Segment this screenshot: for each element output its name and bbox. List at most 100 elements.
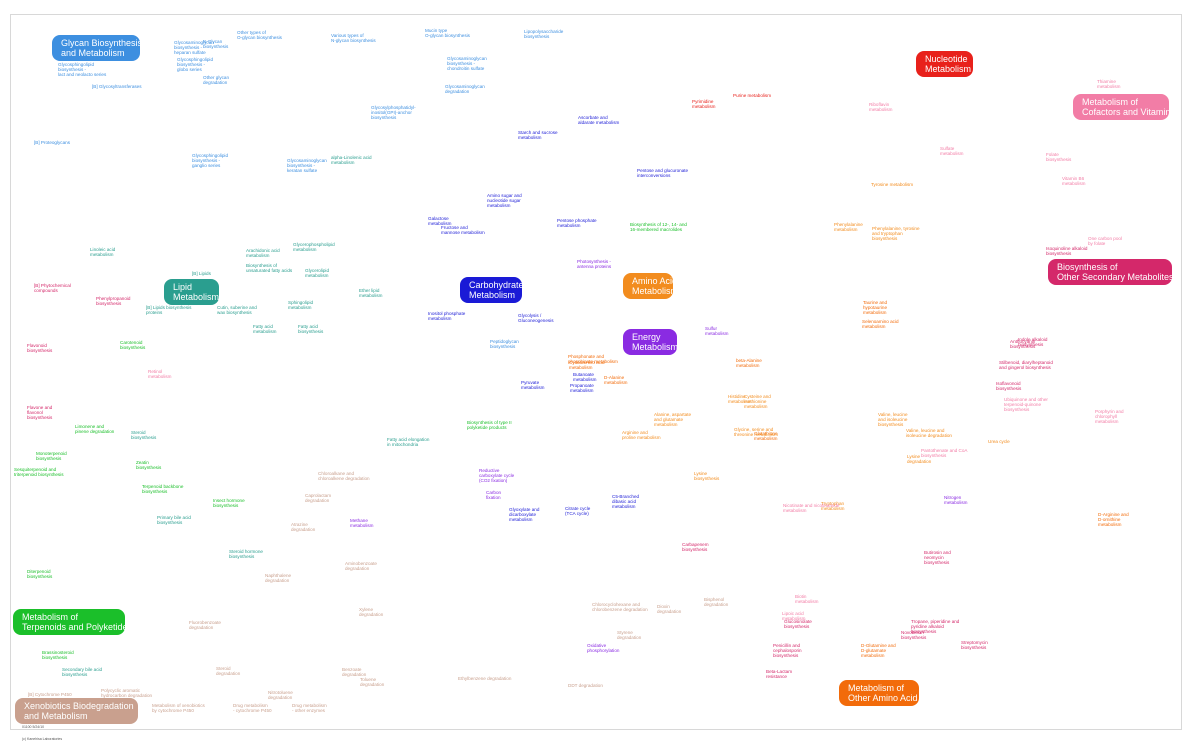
- pathway-label[interactable]: Phenylalanine, tyrosine and tryptophan b…: [872, 226, 920, 241]
- pathway-label[interactable]: Xylene degradation: [359, 607, 384, 617]
- pathway-label[interactable]: Metabolism of xenobiotics by cytochrome …: [152, 703, 205, 713]
- pathway-label[interactable]: Penicillin and cephalosporin biosynthesi…: [773, 643, 802, 658]
- pathway-label[interactable]: Sulfate metabolism: [940, 146, 964, 156]
- pathway-label[interactable]: [B] Lipids biosynthesis proteins: [146, 305, 192, 315]
- pathway-label[interactable]: Fatty acid biosynthesis: [298, 324, 324, 334]
- pathway-label[interactable]: Fatty acid elongation in mitochondria: [387, 437, 430, 447]
- pathway-label[interactable]: Sesquiterpenoid and triterpenoid biosynt…: [14, 467, 64, 477]
- pathway-label[interactable]: Lysine biosynthesis: [694, 471, 720, 481]
- pathway-label[interactable]: Flavone and flavonol biosynthesis: [27, 405, 53, 420]
- pathway-label[interactable]: Dioxin degradation: [657, 604, 682, 614]
- pathway-label[interactable]: Histidine metabolism: [728, 394, 752, 404]
- pathway-label[interactable]: Phosphonate and phosphinate metabolism: [568, 354, 618, 364]
- pathway-label[interactable]: Beta-Lactam resistance: [766, 669, 793, 679]
- pathway-label[interactable]: Biosynthesis of type II polyketide produ…: [467, 420, 512, 430]
- pathway-label[interactable]: D-Arginine and D-ornithine metabolism: [1098, 512, 1129, 527]
- pathway-label[interactable]: Stilbenoid, diarylheptanoid and gingerol…: [999, 360, 1053, 370]
- pathway-label[interactable]: Phenylpropanoid biosynthesis: [96, 296, 131, 306]
- category-badge-energy[interactable]: Energy Metabolism: [623, 329, 678, 355]
- pathway-label[interactable]: Glycosphingolipid biosynthesis - lact an…: [58, 62, 107, 77]
- pathway-label[interactable]: Atrazine degradation: [291, 522, 316, 532]
- pathway-label[interactable]: Phenylalanine metabolism: [834, 222, 863, 232]
- pathway-label[interactable]: Glycosaminoglycan degradation: [445, 84, 485, 94]
- pathway-label[interactable]: Propanoate metabolism: [570, 383, 594, 393]
- pathway-label[interactable]: Aminobenzoate degradation: [345, 561, 377, 571]
- pathway-label[interactable]: Fatty acid metabolism: [253, 324, 277, 334]
- pathway-label[interactable]: Anthocyanin biosynthesis: [1010, 339, 1036, 349]
- pathway-label[interactable]: [B] Glycosyltransferases: [92, 84, 142, 89]
- pathway-label[interactable]: Caprolactam degradation: [305, 493, 332, 503]
- pathway-label[interactable]: Tyrosine metabolism: [871, 182, 914, 187]
- pathway-label[interactable]: Glycosylphosphatidyl- inositol(GPI)-anch…: [371, 105, 416, 120]
- pathway-label[interactable]: Biosynthesis of 12-, 14- and 16-membered…: [630, 222, 687, 232]
- pathway-label[interactable]: Nitrotoluene degradation: [268, 690, 293, 700]
- pathway-label[interactable]: Sphingolipid metabolism: [288, 300, 314, 310]
- pathway-label[interactable]: Limonene and pinene degradation: [75, 424, 115, 434]
- pathway-label[interactable]: Fructose and mannose metabolism: [441, 225, 485, 235]
- pathway-label[interactable]: Zeatin biosynthesis: [136, 460, 162, 470]
- pathway-label[interactable]: Urea cycle: [988, 439, 1010, 444]
- pathway-label[interactable]: Valine, leucine and isoleucine degradati…: [906, 428, 952, 438]
- pathway-label[interactable]: Drug metabolism - other enzymes: [292, 703, 327, 713]
- pathway-label[interactable]: Purine metabolism: [733, 93, 772, 98]
- pathway-label[interactable]: Insect hormone biosynthesis: [213, 498, 245, 508]
- pathway-label[interactable]: Carotenoid biosynthesis: [120, 340, 146, 350]
- category-badge-glycan[interactable]: Glycan Biosynthesis and Metabolism: [52, 35, 142, 61]
- pathway-label[interactable]: Lysine degradation: [907, 454, 932, 464]
- pathway-label[interactable]: Styrene degradation: [617, 630, 642, 640]
- pathway-label[interactable]: Cutin, suberine and wax biosynthesis: [217, 305, 257, 315]
- pathway-label[interactable]: Steroid degradation: [216, 666, 241, 676]
- pathway-label[interactable]: Pyruvate metabolism: [521, 380, 545, 390]
- pathway-label[interactable]: Porphyrin and chlorophyll metabolism: [1095, 409, 1124, 424]
- pathway-label[interactable]: Indole alkaloid biosynthesis: [1018, 337, 1048, 347]
- pathway-label[interactable]: beta-Alanine metabolism: [736, 358, 762, 368]
- pathway-label[interactable]: Arginine and proline metabolism: [622, 430, 661, 440]
- pathway-label[interactable]: Glycerolipid metabolism: [305, 268, 329, 278]
- pathway-label[interactable]: Pyrimidine metabolism: [692, 99, 716, 109]
- pathway-label[interactable]: Secondary bile acid biosynthesis: [62, 667, 103, 677]
- pathway-label[interactable]: Various types of N-glycan biosynthesis: [331, 33, 376, 43]
- pathway-label[interactable]: Diterpenoid biosynthesis: [27, 569, 53, 579]
- pathway-label[interactable]: Biotin metabolism: [795, 594, 819, 604]
- pathway-label[interactable]: Steroid biosynthesis: [131, 430, 157, 440]
- category-badge-cofactors[interactable]: Metabolism of Cofactors and Vitamins: [1073, 94, 1175, 120]
- pathway-label[interactable]: Toluene degradation: [360, 677, 385, 687]
- pathway-label[interactable]: Novobiocin biosynthesis: [901, 630, 927, 640]
- pathway-label[interactable]: Lipoic acid metabolism: [782, 611, 806, 621]
- pathway-label[interactable]: Glycosaminoglycan biosynthesis - chondro…: [447, 56, 487, 71]
- pathway-label[interactable]: DDT degradation: [568, 683, 603, 688]
- pathway-label[interactable]: Butirosin and neomycin biosynthesis: [924, 550, 951, 565]
- pathway-label[interactable]: Reductive carboxylate cycle (CO2 fixatio…: [479, 468, 515, 483]
- pathway-label[interactable]: Cyanoamino acid metabolism: [569, 360, 605, 370]
- pathway-label[interactable]: Sulfur metabolism: [705, 326, 729, 336]
- pathway-label[interactable]: Folate biosynthesis: [1046, 152, 1072, 162]
- pathway-label[interactable]: Galactose metabolism: [428, 216, 452, 226]
- pathway-label[interactable]: Ubiquinone and other terpenoid-quinone b…: [1004, 397, 1048, 412]
- pathway-label[interactable]: [B] Lipids: [192, 271, 211, 276]
- pathway-label[interactable]: Peptidoglycan biosynthesis: [490, 339, 519, 349]
- pathway-label[interactable]: Retinol metabolism: [148, 369, 172, 379]
- pathway-label[interactable]: Other glycan degradation: [203, 75, 230, 85]
- pathway-label[interactable]: Glycine, serine and threonine metabolism: [734, 427, 778, 437]
- pathway-label[interactable]: Thiamine metabolism: [1097, 79, 1121, 89]
- pathway-label[interactable]: Selenoamino acid metabolism: [862, 319, 899, 329]
- pathway-label[interactable]: Glycosaminoglycan biosynthesis - keratan…: [287, 158, 327, 173]
- pathway-label[interactable]: Other types of O-glycan biosynthesis: [237, 30, 282, 40]
- pathway-label[interactable]: alpha-Linolenic acid metabolism: [331, 155, 372, 165]
- pathway-label[interactable]: [B] Cytochrome P450: [28, 692, 72, 697]
- pathway-label[interactable]: One carbon pool by folate: [1088, 236, 1122, 246]
- pathway-label[interactable]: Drug metabolism - cytochrome P450: [233, 703, 272, 713]
- pathway-label[interactable]: Carbapenem biosynthesis: [682, 542, 709, 552]
- pathway-label[interactable]: N-Glycan biosynthesis: [203, 39, 229, 49]
- pathway-label[interactable]: Tryptophan metabolism: [821, 501, 845, 511]
- pathway-label[interactable]: Glucosinolate biosynthesis: [784, 619, 812, 629]
- pathway-label[interactable]: Linoleic acid metabolism: [90, 247, 116, 257]
- pathway-label[interactable]: Nitrogen metabolism: [944, 495, 968, 505]
- pathway-label[interactable]: Glycolysis / Gluconeogenesis: [518, 313, 554, 323]
- pathway-label[interactable]: Polycyclic aromatic hydrocarbon degradat…: [101, 688, 153, 698]
- pathway-label[interactable]: Chloroalkane and chloroalkene degradatio…: [318, 471, 370, 481]
- pathway-label[interactable]: Primary bile acid biosynthesis: [157, 515, 191, 525]
- pathway-label[interactable]: Taurine and hypotaurine metabolism: [863, 300, 888, 315]
- pathway-label[interactable]: Alanine, aspartate and glutamate metabol…: [654, 412, 692, 427]
- pathway-label[interactable]: Naphthalene degradation: [265, 573, 292, 583]
